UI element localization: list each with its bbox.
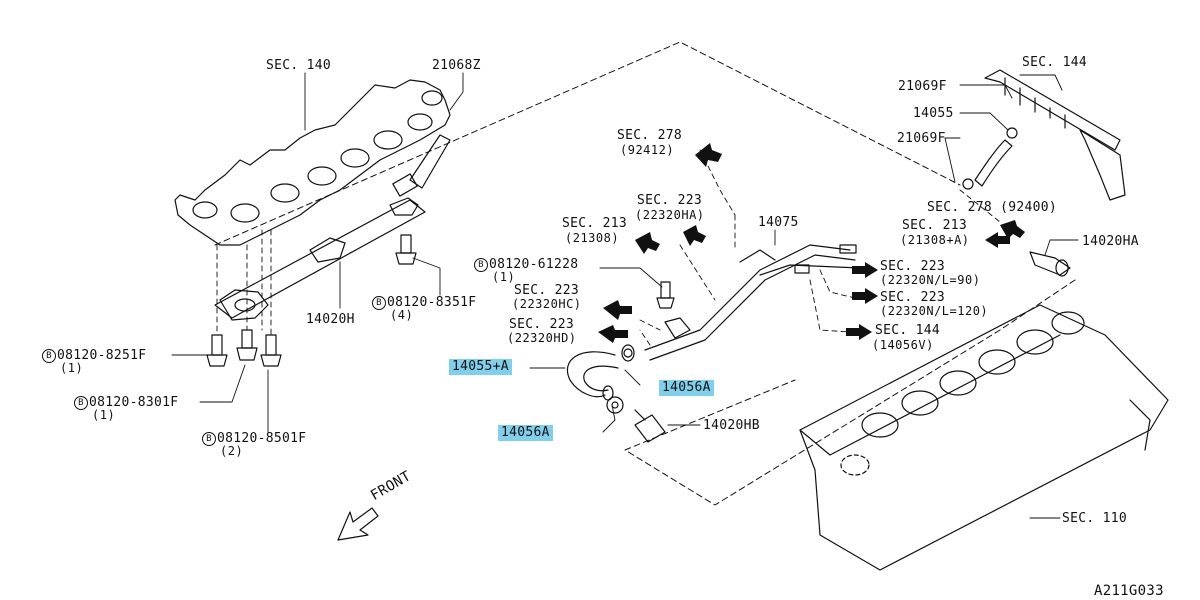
diagram-id: A211G033 [1094, 583, 1164, 599]
label-sec-278-b[interactable]: SEC. 278 (92400) [927, 200, 1058, 215]
label-sec-144-top[interactable]: SEC. 144 [1022, 55, 1088, 70]
intake-manifold-gasket [174, 79, 451, 246]
bolt-symbol: B [42, 349, 56, 363]
label-sec-223-e[interactable]: SEC. 223 [509, 317, 575, 332]
bolt-number: 08120-8351F [387, 295, 477, 310]
hose-14055 [962, 127, 1018, 190]
label-21069f-a[interactable]: 21069F [898, 79, 947, 94]
label-bolt-08120-8351f-qty: (4) [390, 308, 414, 322]
label-sec-140[interactable]: SEC. 140 [266, 58, 332, 73]
label-sec-223-b-sub: (22320N/L=90) [880, 273, 981, 287]
label-sec-144-b[interactable]: SEC. 144 [875, 323, 941, 338]
label-bolt-08120-8301f-qty: (1) [92, 408, 116, 422]
hose-14055a [566, 344, 635, 401]
label-sec-144-b-sub: (14056V) [872, 338, 934, 352]
part-14020hb [634, 409, 666, 443]
label-bolt-08120-61228-qty: (1) [492, 270, 516, 284]
direction-arrows [598, 143, 1025, 343]
bolt-symbol: B [372, 296, 386, 310]
bolt-number: 08120-8251F [57, 348, 147, 363]
bolt-number: 08120-8301F [89, 395, 179, 410]
part-14020ha [1029, 251, 1071, 277]
label-sec-223-c[interactable]: SEC. 223 [514, 283, 580, 298]
sec144-bracket [984, 69, 1126, 201]
label-sec-213-a[interactable]: SEC. 213 [562, 216, 628, 231]
label-sec-223-d[interactable]: SEC. 223 [880, 290, 946, 305]
label-14056a-highlighted-2[interactable]: 14056A [498, 425, 553, 441]
label-14020hb[interactable]: 14020HB [703, 418, 760, 433]
label-sec-278-a[interactable]: SEC. 278 [617, 128, 683, 143]
label-14056a-highlighted-1[interactable]: 14056A [659, 380, 714, 396]
label-bolt-08120-8251f-qty: (1) [60, 361, 84, 375]
bolt-number: 08120-61228 [489, 257, 579, 272]
label-14055[interactable]: 14055 [913, 106, 954, 121]
engine-block [799, 304, 1169, 571]
fuel-rail-14020h [214, 197, 426, 321]
fuel-pipe-14075 [644, 244, 861, 361]
label-14020ha[interactable]: 14020HA [1082, 234, 1139, 249]
bolt-number: 08120-8501F [217, 431, 307, 446]
label-14055a-highlighted[interactable]: 14055+A [449, 359, 512, 375]
part-21068z [392, 134, 451, 197]
label-sec-223-a-sub: (22320HA) [635, 208, 705, 222]
label-sec-223-a[interactable]: SEC. 223 [637, 193, 703, 208]
label-sec-223-b[interactable]: SEC. 223 [880, 259, 946, 274]
bolt-symbol: B [474, 258, 488, 272]
clamps-14056a [606, 348, 633, 414]
label-sec-223-e-sub: (22320HD) [507, 331, 577, 345]
label-21069f-b[interactable]: 21069F [897, 131, 946, 146]
bolt-symbol: B [202, 432, 216, 446]
bolts-left [206, 234, 675, 367]
label-sec-110[interactable]: SEC. 110 [1062, 511, 1128, 526]
label-14020h[interactable]: 14020H [306, 312, 355, 327]
label-bolt-08120-8501f-qty: (2) [220, 444, 244, 458]
label-sec-223-c-sub: (22320HC) [512, 297, 582, 311]
label-sec-278-a-sub: (92412) [620, 143, 675, 157]
bolt-symbol: B [74, 396, 88, 410]
label-sec-213-a-sub: (21308) [565, 231, 620, 245]
label-21068z[interactable]: 21068Z [432, 58, 481, 73]
label-14075[interactable]: 14075 [758, 215, 799, 230]
front-arrow [337, 507, 379, 541]
label-sec-223-d-sub: (22320N/L=120) [880, 304, 989, 318]
label-sec-213-b[interactable]: SEC. 213 [902, 218, 968, 233]
label-sec-213-b-sub: (21308+A) [900, 233, 970, 247]
